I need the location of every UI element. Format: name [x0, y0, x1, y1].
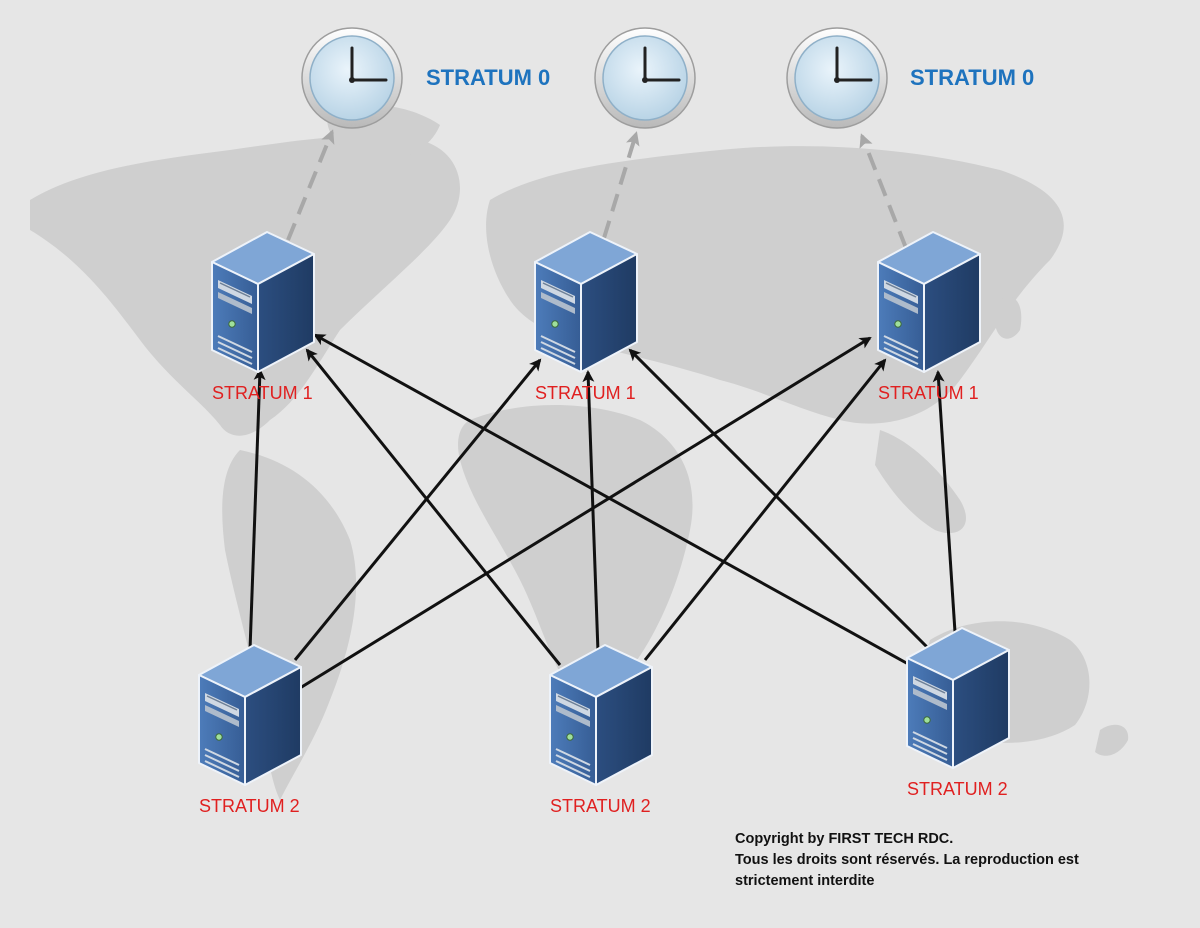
stratum1-label-c: STRATUM 1: [878, 383, 979, 403]
link-s2c-s1c: [932, 370, 957, 633]
copyright-line-2: Tous les droits sont réservés. La reprod…: [735, 852, 1079, 868]
map-africa: [458, 405, 693, 701]
server-icon: [534, 231, 638, 373]
server-icon: [877, 231, 981, 373]
server-icon: [906, 627, 1010, 769]
copyright-line-1: Copyright by FIRST TECH RDC.: [735, 831, 954, 847]
map-japan: [995, 296, 1022, 339]
server-icon: [198, 644, 302, 786]
map-southeast-asia: [875, 430, 966, 534]
stratum0-label-right: STRATUM 0: [910, 65, 1034, 90]
clock-icon: [300, 26, 404, 130]
link-s2b-s1b: [582, 370, 600, 653]
stratum2-links: [248, 333, 957, 690]
link-s2a-s1c: [299, 336, 872, 690]
stratum2-label-a: STRATUM 2: [199, 796, 300, 816]
copyright-line-3: strictement interdite: [735, 873, 875, 889]
link-s2b-s1c: [643, 358, 887, 661]
link-s2a-s1b: [293, 358, 542, 661]
stratum1-label-a: STRATUM 1: [212, 383, 313, 403]
link-s1a-s0a: [286, 129, 335, 241]
clock-icon: [785, 26, 889, 130]
map-south-america: [222, 450, 357, 800]
link-s2a-s1a: [248, 368, 266, 651]
stratum0-label-left: STRATUM 0: [426, 65, 550, 90]
stratum2-label-c: STRATUM 2: [907, 779, 1008, 799]
clock-icon: [593, 26, 697, 130]
map-new-zealand: [1095, 724, 1129, 756]
stratum0-links: [286, 129, 908, 249]
link-s2b-s1a: [305, 348, 562, 666]
link-s2c-s1a: [313, 333, 911, 667]
copyright-notice: Copyright by FIRST TECH RDC. Tous les dr…: [735, 829, 1155, 892]
server-icon: [211, 231, 315, 373]
link-s2c-s1b: [628, 348, 932, 652]
server-icon: [549, 644, 653, 786]
stratum1-label-b: STRATUM 1: [535, 383, 636, 403]
link-s1c-s0c: [859, 133, 908, 249]
link-s1b-s0b: [602, 131, 640, 239]
stratum2-label-b: STRATUM 2: [550, 796, 651, 816]
